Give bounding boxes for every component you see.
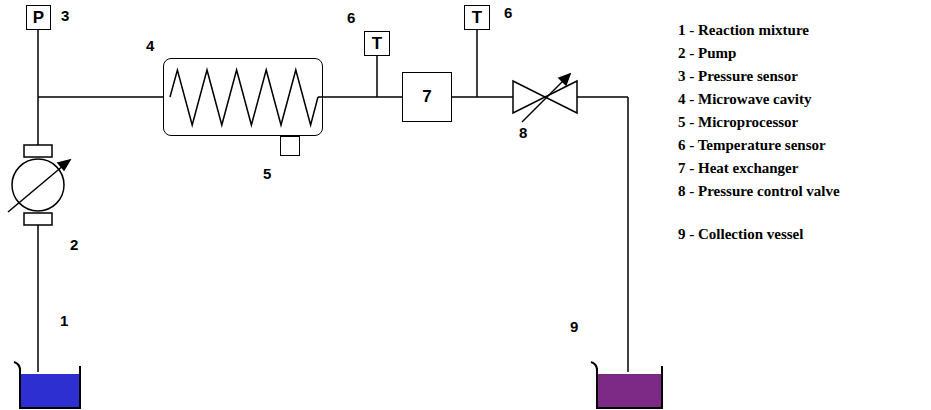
- callout-number: 7: [403, 73, 451, 121]
- pipe-connector: [323, 96, 402, 98]
- key-entry: 4 - Microwave cavity: [678, 89, 878, 109]
- sensor-letter: T: [365, 32, 389, 55]
- key-entry: 9 - Collection vessel: [678, 224, 878, 244]
- callout-number: 6: [504, 4, 512, 21]
- temperature-sensor-box: T6: [464, 5, 490, 30]
- key-entry: 2 - Pump: [678, 43, 878, 63]
- callout-number: 1: [60, 312, 68, 329]
- callout-number: 9: [570, 318, 578, 335]
- reaction-mixture-beaker: [14, 362, 80, 408]
- callout-number: 4: [146, 37, 154, 54]
- key-entry: 1 - Reaction mixture: [678, 20, 878, 40]
- callout-number: 5: [263, 165, 271, 182]
- microwave-cavity: 4: [163, 58, 323, 136]
- temperature-sensor-box: T6: [364, 31, 390, 56]
- sensor-letter: P: [27, 6, 50, 29]
- pump-symbol: [8, 145, 70, 225]
- heat-exchanger-box: 7: [402, 72, 452, 122]
- key-entry: 3 - Pressure sensor: [678, 66, 878, 86]
- key-entry: 7 - Heat exchanger: [678, 158, 878, 178]
- microprocessor-box: 5: [280, 136, 300, 156]
- pressure-sensor-box: P3: [26, 5, 51, 30]
- callout-number: 8: [519, 124, 527, 141]
- callout-number: 6: [347, 9, 355, 26]
- key-entry: 8 - Pressure control valve: [678, 181, 878, 201]
- heating-coil: [170, 70, 318, 125]
- key-entry: 5 - Microprocessor: [678, 112, 878, 132]
- collection-beaker: [591, 362, 662, 408]
- callout-number: 2: [70, 236, 78, 253]
- key-entry: 6 - Temperature sensor: [678, 135, 878, 155]
- pressure-valve-symbol: [513, 74, 577, 122]
- callout-number: 3: [61, 7, 69, 24]
- sensor-letter: T: [465, 6, 489, 29]
